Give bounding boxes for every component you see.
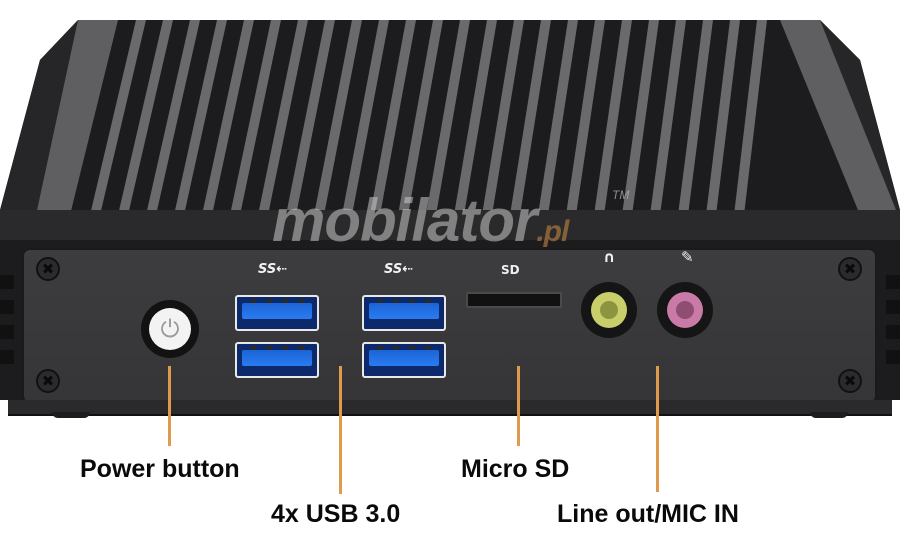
watermark-suffix: .pl [536,215,569,248]
sd-label: SD [501,263,520,277]
power-leader-line [168,366,171,446]
screw-icon: ✖ [838,257,862,281]
screw-icon: ✖ [36,369,60,393]
callout-usb: 4x USB 3.0 [271,500,401,528]
microphone-icon: ✎ [681,248,694,266]
usb-superspeed-icon: SS⇠ [258,262,288,277]
screw-icon: ✖ [36,257,60,281]
usb-superspeed-icon: SS⇠ [384,262,414,277]
watermark-brand: mobilator [272,187,537,254]
line-out-jack[interactable] [581,282,637,338]
audio-leader-line [656,366,659,492]
usb-port[interactable] [362,295,446,331]
usb-port[interactable] [235,342,319,378]
callout-microsd: Micro SD [461,455,570,483]
usb-port[interactable] [362,342,446,378]
callout-audio: Line out/MIC IN [557,500,739,528]
power-icon: ⏻ [149,308,191,350]
usb-port[interactable] [235,295,319,331]
watermark-trademark: TM [612,188,630,202]
screw-icon: ✖ [838,369,862,393]
microsd-leader-line [517,366,520,446]
usb-leader-line [339,366,342,494]
power-button[interactable]: ⏻ [141,300,199,358]
rubber-foot-left [52,412,90,418]
callout-power-button: Power button [80,455,240,483]
microsd-slot[interactable] [466,292,562,308]
headphone-icon: ∩ [603,248,616,266]
chassis-base [8,400,892,416]
brand-watermark: mobilator.pl [272,186,569,255]
mic-in-jack[interactable] [657,282,713,338]
rubber-foot-right [810,412,848,418]
